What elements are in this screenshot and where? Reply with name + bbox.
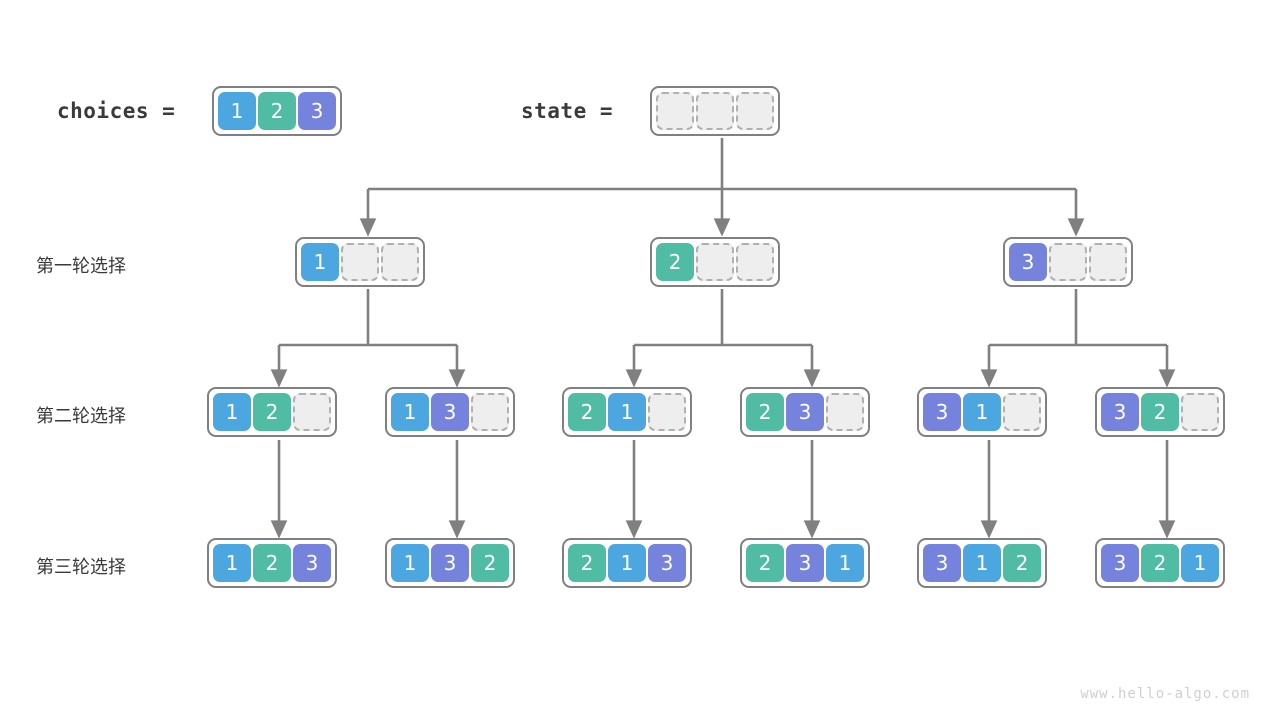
r3n6-cell-0: 3 <box>1101 544 1139 582</box>
r1n3-cell-0: 3 <box>1009 243 1047 281</box>
tree-node-round1-3: 3 <box>1003 237 1133 287</box>
r2n2-cell-2 <box>471 393 509 431</box>
r2n5-cell-2 <box>1003 393 1041 431</box>
r3n3-cell-1: 1 <box>608 544 646 582</box>
choices-cell-2: 3 <box>298 92 336 130</box>
r2n4-cell-0: 2 <box>746 393 784 431</box>
r3n5-cell-1: 1 <box>963 544 1001 582</box>
r1n3-cell-1 <box>1049 243 1087 281</box>
r3n2-cell-2: 2 <box>471 544 509 582</box>
watermark: www.hello-algo.com <box>1080 686 1250 702</box>
state-cell-0 <box>656 92 694 130</box>
r1n1-cell-0: 1 <box>301 243 339 281</box>
r2n3-cell-2 <box>648 393 686 431</box>
r2n1-cell-1: 2 <box>253 393 291 431</box>
r2n2-cell-1: 3 <box>431 393 469 431</box>
r1n1-cell-1 <box>341 243 379 281</box>
r2n3-cell-1: 1 <box>608 393 646 431</box>
r3n2-cell-1: 3 <box>431 544 469 582</box>
r2n6-cell-0: 3 <box>1101 393 1139 431</box>
r2n4-cell-2 <box>826 393 864 431</box>
r3n6-cell-1: 2 <box>1141 544 1179 582</box>
r2n3-cell-0: 2 <box>568 393 606 431</box>
r2n1-cell-2 <box>293 393 331 431</box>
r1n1-cell-2 <box>381 243 419 281</box>
r3n4-cell-1: 3 <box>786 544 824 582</box>
r2n5-cell-1: 1 <box>963 393 1001 431</box>
state-cell-2 <box>736 92 774 130</box>
r3n4-cell-0: 2 <box>746 544 784 582</box>
r3n3-cell-0: 2 <box>568 544 606 582</box>
round-label-3: 第三轮选择 <box>36 557 126 577</box>
r3n4-cell-2: 1 <box>826 544 864 582</box>
state-label: state = <box>521 99 614 123</box>
tree-node-round1-2: 2 <box>650 237 780 287</box>
r2n2-cell-0: 1 <box>391 393 429 431</box>
choices-label: choices = <box>57 99 176 123</box>
state-array <box>650 86 780 136</box>
r2n5-cell-0: 3 <box>923 393 961 431</box>
r3n3-cell-2: 3 <box>648 544 686 582</box>
r1n2-cell-1 <box>696 243 734 281</box>
round-label-2: 第二轮选择 <box>36 406 126 426</box>
r2n1-cell-0: 1 <box>213 393 251 431</box>
round-label-1: 第一轮选择 <box>36 256 126 276</box>
r3n1-cell-2: 3 <box>293 544 331 582</box>
choices-cell-0: 1 <box>218 92 256 130</box>
r2n6-cell-1: 2 <box>1141 393 1179 431</box>
r2n6-cell-2 <box>1181 393 1219 431</box>
r3n1-cell-1: 2 <box>253 544 291 582</box>
r1n2-cell-2 <box>736 243 774 281</box>
r2n4-cell-1: 3 <box>786 393 824 431</box>
r3n2-cell-0: 1 <box>391 544 429 582</box>
r1n2-cell-0: 2 <box>656 243 694 281</box>
r3n5-cell-0: 3 <box>923 544 961 582</box>
r3n6-cell-2: 1 <box>1181 544 1219 582</box>
r3n5-cell-2: 2 <box>1003 544 1041 582</box>
r1n3-cell-2 <box>1089 243 1127 281</box>
r3n1-cell-0: 1 <box>213 544 251 582</box>
state-cell-1 <box>696 92 734 130</box>
tree-node-round1-1: 1 <box>295 237 425 287</box>
choices-cell-1: 2 <box>258 92 296 130</box>
